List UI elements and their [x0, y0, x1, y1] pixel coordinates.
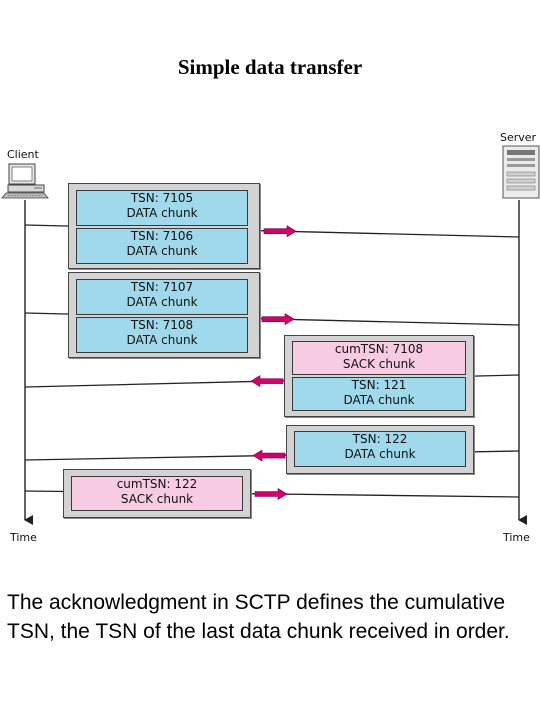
arrow-left-icon-3 — [250, 375, 284, 388]
arrow-right-icon-5 — [254, 487, 288, 501]
client-time-label: Time — [10, 531, 37, 544]
arrow-left-icon-4 — [252, 449, 286, 462]
diagram-title: Simple data transfer — [177, 55, 363, 79]
client-computer-icon — [1, 163, 49, 199]
client-label: Client — [7, 148, 39, 161]
caption: The acknowledgment in SCTP defines the c… — [7, 591, 510, 643]
server-tower-icon — [502, 145, 540, 199]
arrow-right-icon-2 — [261, 313, 295, 326]
server-label: Server — [500, 131, 537, 144]
server-time-label: Time — [503, 531, 530, 544]
arrow-right-icon-1 — [263, 225, 297, 238]
